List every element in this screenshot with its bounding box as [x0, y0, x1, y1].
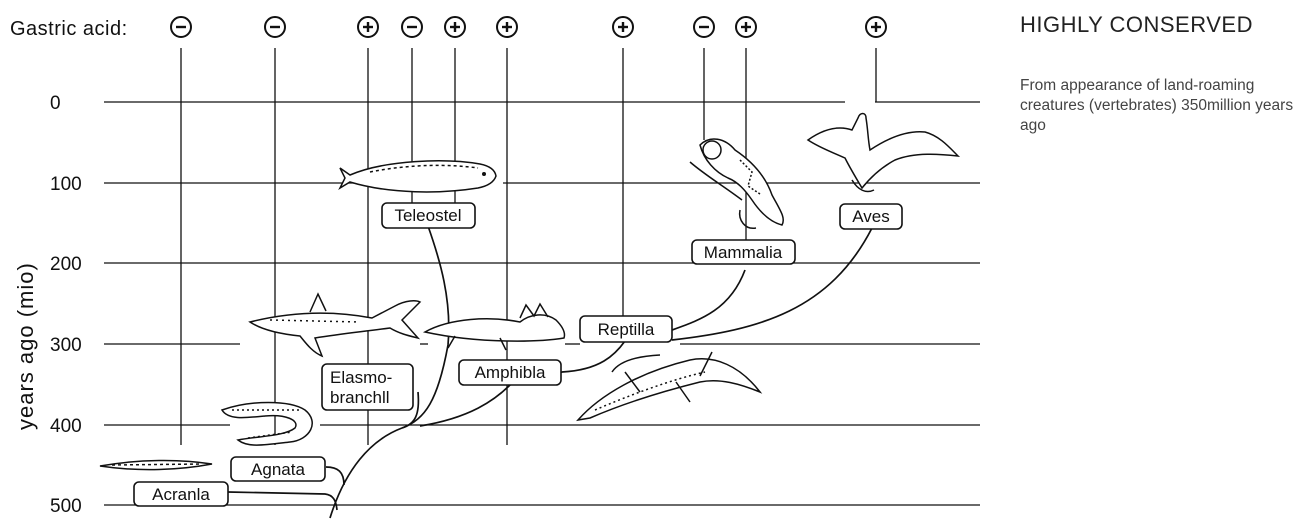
minus-circle-icon: [171, 17, 191, 37]
side-panel-description: From appearance of land-roaming creature…: [1020, 76, 1312, 136]
mammalia-label: Mammalia: [704, 243, 783, 262]
minus-circle-icon: [402, 17, 422, 37]
elasmobranchii-label-line2: branchll: [330, 388, 390, 407]
minus-circle-icon: [265, 17, 285, 37]
elasmobranchii-label-line1: Elasmo-: [330, 368, 392, 387]
teleostei-label: Teleostel: [394, 206, 461, 225]
y-axis-title: years ago (mio): [13, 262, 38, 430]
plus-circle-icon: [866, 17, 886, 37]
y-tick-100: 100: [50, 174, 82, 195]
minus-circle-icon: [694, 17, 714, 37]
y-tick-300: 300: [50, 335, 82, 356]
side-panel-heading: HIGHLY CONSERVED: [1020, 12, 1253, 38]
y-tick-0: 0: [50, 93, 61, 114]
reptilia-label: Reptilla: [598, 320, 655, 339]
y-tick-500: 500: [50, 496, 82, 517]
amphibia-label: Amphibla: [475, 363, 546, 382]
salamander-icon: [578, 352, 760, 420]
plus-circle-icon: [613, 17, 633, 37]
acrania-label: Acranla: [152, 485, 210, 504]
evolution-diagram: Gastric acid: 0 100 200 300 400 500 year…: [0, 0, 1010, 520]
plus-circle-icon: [358, 17, 378, 37]
plus-circle-icon: [736, 17, 756, 37]
lungfish-icon: [425, 304, 565, 350]
lancelet-icon: [100, 460, 212, 469]
gastric-acid-signs: [171, 17, 886, 37]
plus-circle-icon: [445, 17, 465, 37]
gastric-acid-label: Gastric acid:: [10, 18, 128, 40]
gull-icon: [808, 114, 958, 192]
agnatha-label: Agnata: [251, 460, 305, 479]
plus-circle-icon: [497, 17, 517, 37]
mackerel-icon: [340, 161, 496, 192]
y-tick-200: 200: [50, 254, 82, 275]
lamprey-icon: [222, 403, 312, 446]
aves-label: Aves: [852, 207, 890, 226]
y-tick-400: 400: [50, 416, 82, 437]
